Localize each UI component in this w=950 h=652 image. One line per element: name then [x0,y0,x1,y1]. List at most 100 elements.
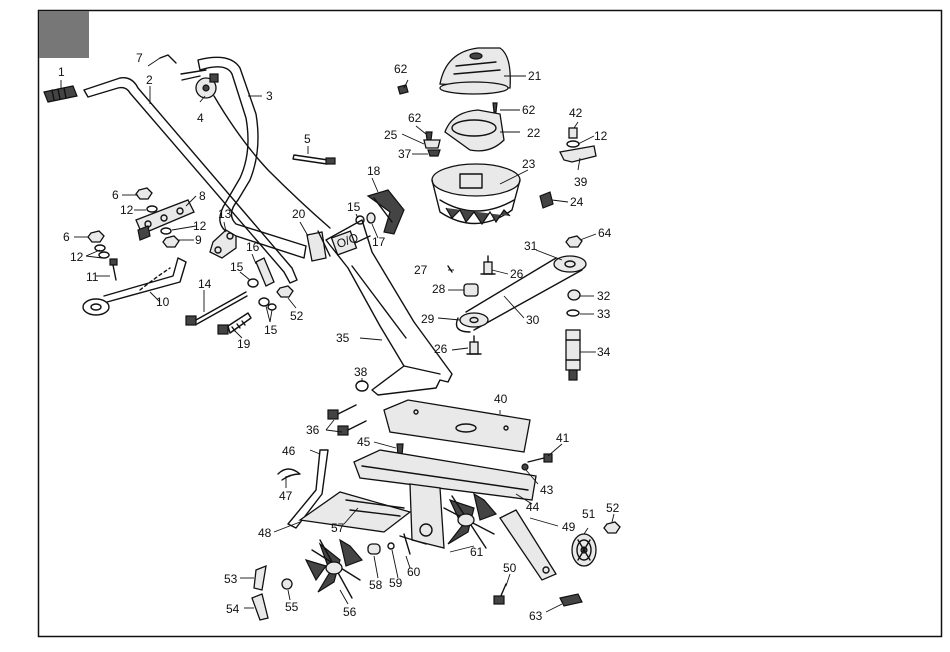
handlebar-assembly [44,55,335,283]
part-washer-c [99,252,109,258]
callout-26a: 26 [510,267,524,281]
callout-49: 49 [562,520,576,534]
callout-16: 16 [246,240,260,254]
callout-57: 57 [331,521,345,535]
callout-53: 53 [224,572,238,586]
callout-32: 32 [597,289,611,303]
part-washer-15c [268,304,276,310]
part-washer-15a [248,279,258,287]
part-ring-33 [567,310,579,316]
callout-40: 40 [494,392,508,406]
belt-drive [448,236,586,380]
part-nut-52a [277,286,293,297]
callout-19: 19 [237,337,251,351]
part-cable-clip [293,155,335,164]
part-nut-9 [163,236,179,247]
callout-62b: 62 [522,103,536,117]
part-washer-37 [428,150,440,156]
part-tensioner-26a [481,256,495,274]
callout-45: 45 [357,435,371,449]
part-nut-lower [88,231,104,242]
callout-42: 42 [569,106,583,120]
part-bracket-39 [560,146,596,162]
callout-56: 56 [343,605,357,619]
part-main-frame: O/O [326,220,452,395]
callout-43: 43 [540,483,554,497]
callout-4: 4 [197,111,204,125]
corner-block [39,11,89,58]
callout-61: 61 [470,545,484,559]
part-screw-62b [493,103,497,112]
part-bolt-42 [569,128,577,138]
callout-13: 13 [218,207,232,221]
part-lower-pulley [460,313,488,327]
callout-39: 39 [574,175,588,189]
callout-58: 58 [369,578,383,592]
part-engine-shroud [445,110,504,151]
part-tines-left [306,540,362,598]
part-pin-60 [404,534,410,554]
part-washer-d [161,228,171,234]
part-handlebar-left [84,78,297,283]
callout-9: 9 [195,233,202,247]
part-pin-27 [448,266,452,272]
callout-46: 46 [282,444,296,458]
callout-1: 1 [58,65,65,79]
callout-6b: 6 [63,230,70,244]
callout-37: 37 [398,147,412,161]
callout-62c: 62 [408,111,422,125]
part-nut-64 [566,236,582,247]
page-frame [39,11,942,637]
part-hub-58 [368,544,380,554]
part-nut-upper [136,188,152,199]
callout-17: 17 [372,235,386,249]
part-transmission-housing [400,484,444,548]
callout-50: 50 [503,561,517,575]
part-top-plate [384,400,530,452]
callout-52b: 52 [606,501,620,515]
callout-12a: 12 [120,203,134,217]
part-bracket-13 [210,230,236,258]
callout-12d: 12 [594,129,608,143]
callout-28: 28 [432,282,446,296]
part-lever-63 [560,594,582,606]
part-nut-52b [604,522,620,533]
part-screw-62a [398,85,408,94]
callout-54: 54 [226,602,240,616]
callout-22: 22 [527,126,541,140]
part-pin [160,55,176,63]
callout-2: 2 [146,73,153,87]
part-nut-43 [522,464,528,470]
part-fastener-25 [424,140,440,148]
callout-12c: 12 [193,219,207,233]
part-washer-59 [388,543,394,549]
callout-24: 24 [570,195,584,209]
callout-38: 38 [354,365,368,379]
part-washer-17 [367,213,375,223]
part-washer-a [147,206,157,212]
part-shaft-34 [566,330,580,380]
callout-10: 10 [156,295,170,309]
part-wheel-51 [572,534,596,566]
callout-3: 3 [266,89,273,103]
callout-62a: 62 [394,62,408,76]
callout-41: 41 [556,431,570,445]
callout-30: 30 [526,313,540,327]
part-fuel-tank-cover [440,48,510,94]
callout-14: 14 [198,277,212,291]
callout-44: 44 [526,500,540,514]
part-bracket-24 [540,192,553,208]
callout-63: 63 [529,609,543,623]
callout-15c: 15 [347,200,361,214]
callout-12b: 12 [70,250,84,264]
part-lower-plate [354,450,536,500]
callout-34: 34 [597,345,611,359]
part-washer-12e [567,141,579,147]
part-bushing-28 [464,284,478,296]
part-hairpin-47 [278,469,300,480]
callout-15a: 15 [230,260,244,274]
part-clip-53 [254,566,266,590]
part-throttle-lever [181,70,218,98]
